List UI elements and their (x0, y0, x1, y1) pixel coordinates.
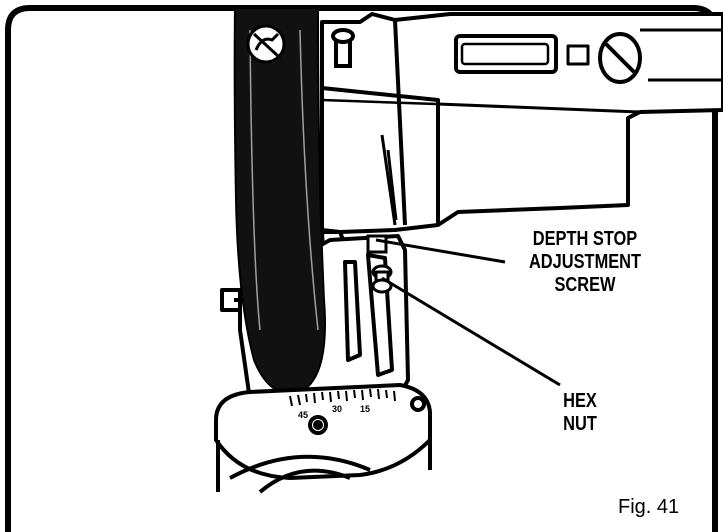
bevel-scale-ticks (289, 388, 396, 407)
leader-lines (375, 238, 561, 387)
scale-label: 30 (332, 404, 342, 414)
scale-label: 45 (298, 410, 308, 420)
scale-label: 15 (360, 404, 370, 414)
callout-hex-nut: HEX NUT (531, 390, 629, 436)
no-hands-warning-icon (246, 24, 286, 64)
callout-depth-stop-adjustment-screw: DEPTH STOP ADJUSTMENT SCREW (491, 228, 680, 297)
callout-line: SCREW (554, 274, 616, 296)
motor-housing (320, 12, 723, 382)
callout-line: DEPTH STOP (532, 228, 638, 250)
bevel-base (214, 383, 432, 494)
figure-label: Fig. 41 (618, 496, 680, 518)
callout-line: HEX (563, 390, 597, 412)
callout-line: ADJUSTMENT (528, 251, 642, 273)
callout-line: NUT (563, 413, 597, 435)
lock-pin (331, 28, 355, 68)
bevel-scale-labels: 45 30 15 (298, 404, 370, 420)
saw-blade (233, 7, 326, 395)
